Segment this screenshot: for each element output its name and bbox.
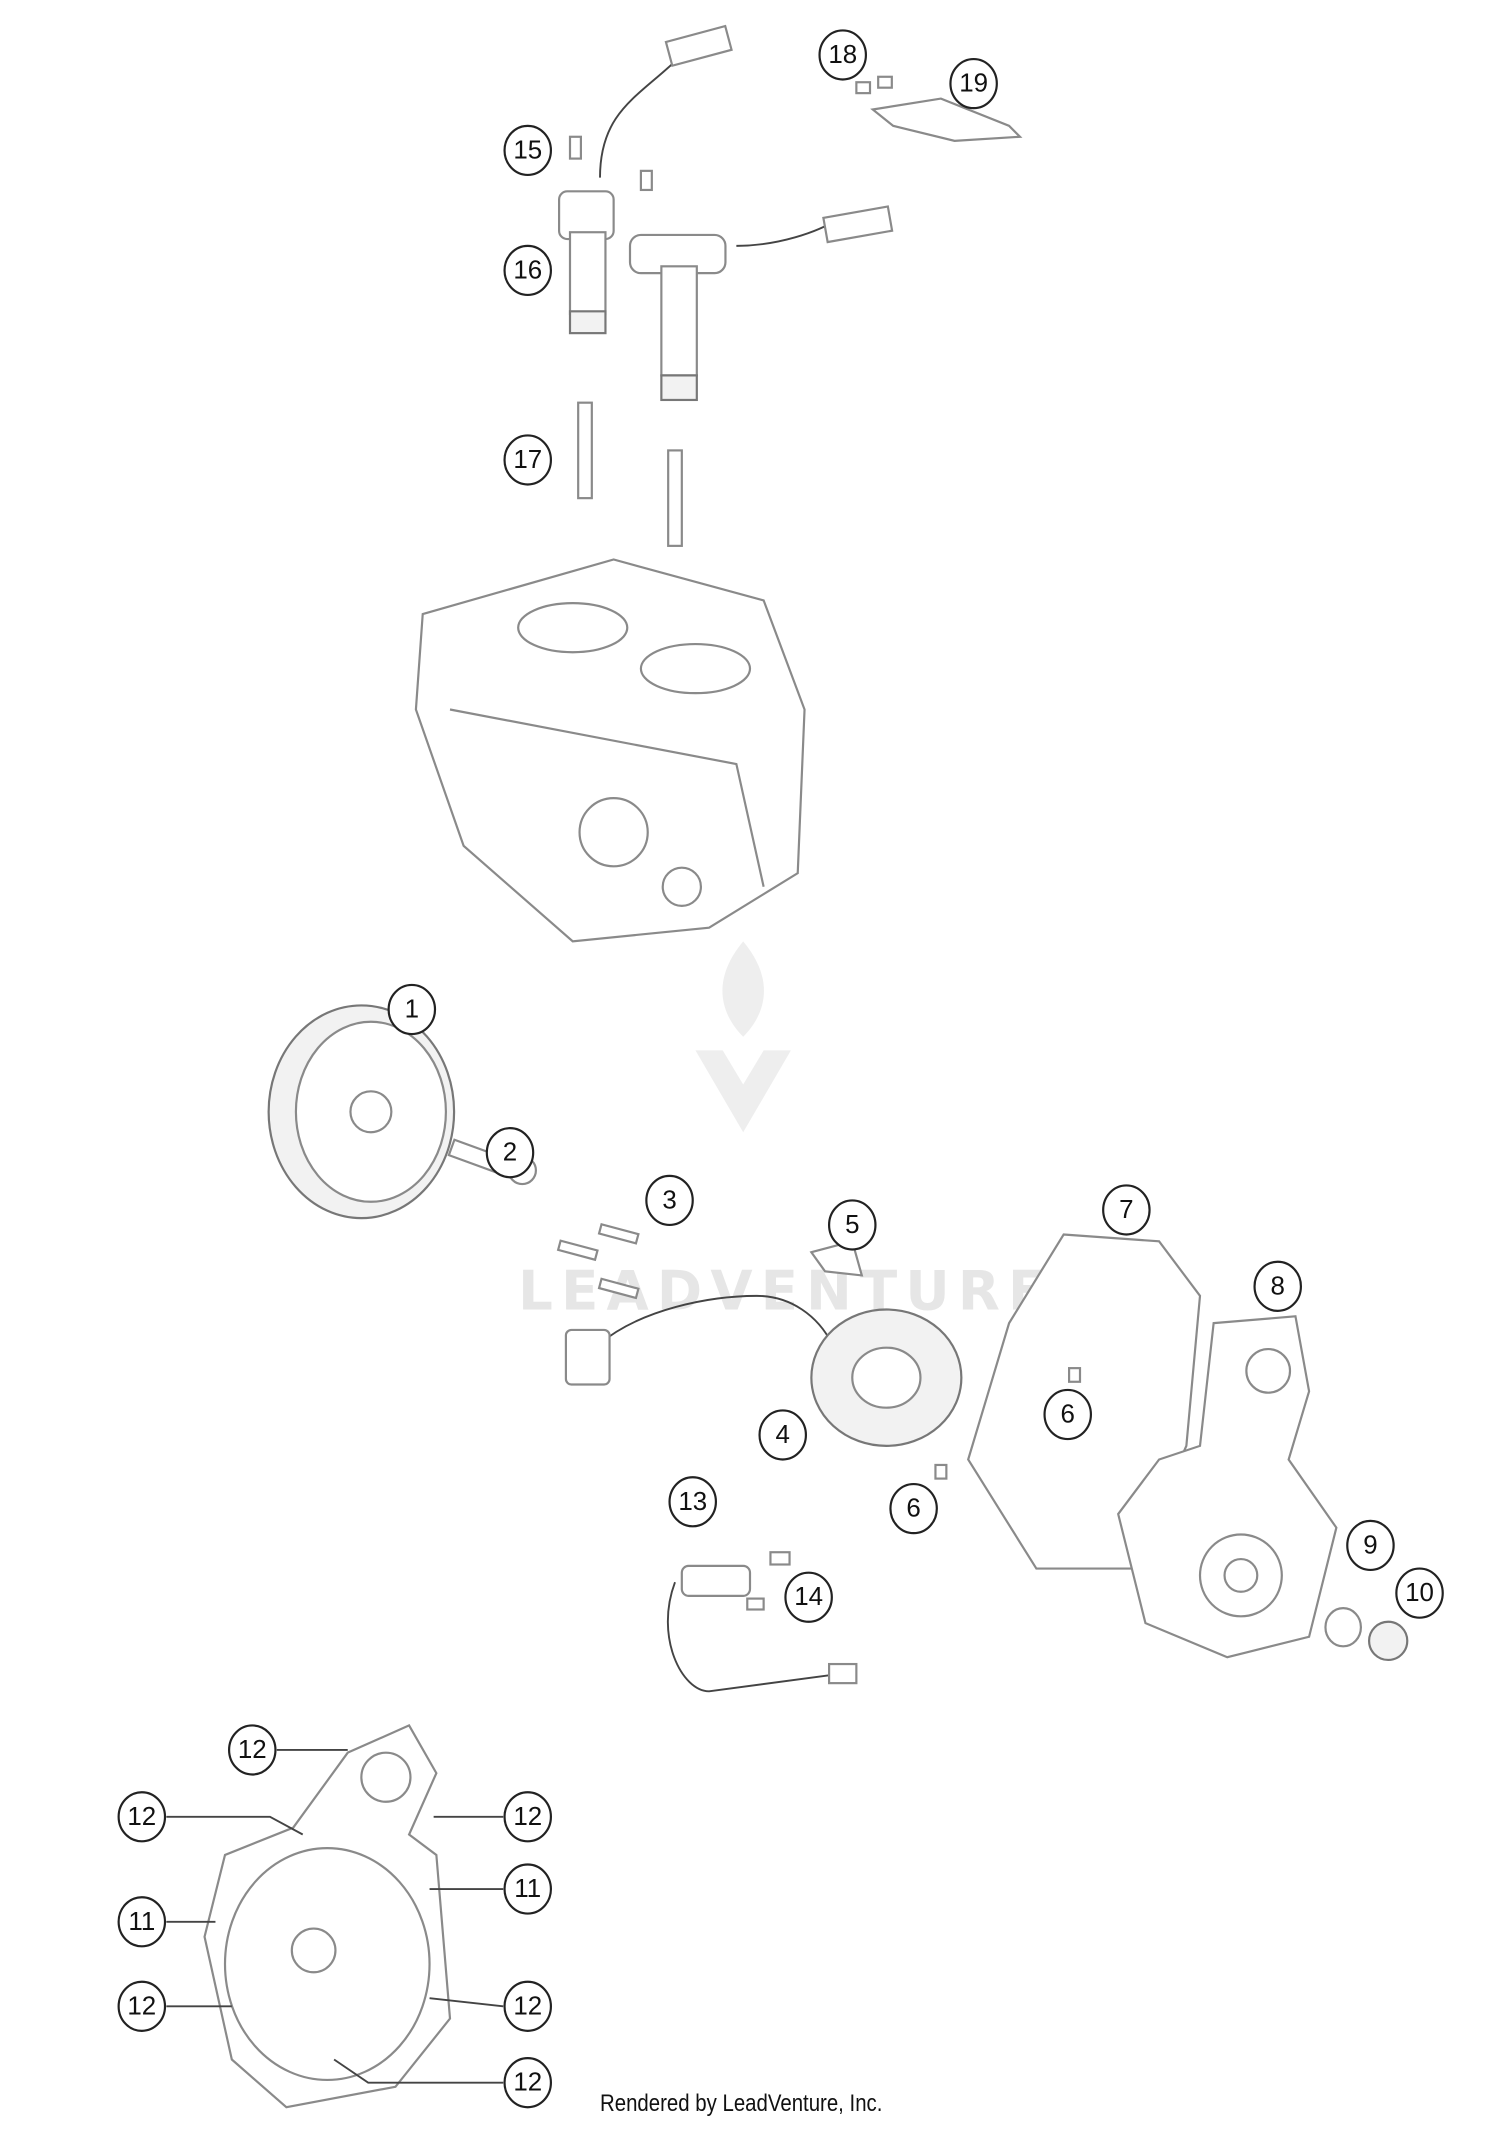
leadventure-watermark: LEADVENTURE [518, 941, 1053, 1323]
callout-12[interactable]: 12 [117, 1980, 167, 2032]
leader-lines [166, 1748, 504, 2084]
callout-circle [503, 1863, 552, 1915]
callout-number: 6 [906, 1495, 920, 1523]
callout-number: 2 [503, 1139, 517, 1167]
bracket-part-19 [855, 75, 1023, 142]
flywheel-rotor [267, 1004, 456, 1220]
callout-circle [503, 1980, 552, 2032]
callout-number: 12 [513, 1992, 542, 2020]
callout-16[interactable]: 16 [503, 244, 552, 297]
callout-number: 12 [127, 1992, 156, 2020]
cover-bolt-view [203, 1724, 452, 2109]
callout-circle [503, 244, 552, 297]
callout-circle [889, 1482, 938, 1535]
callout-number: 12 [513, 1803, 542, 1831]
callout-circle [758, 1409, 807, 1461]
callout-number: 12 [238, 1736, 267, 1764]
callout-circle [227, 1724, 277, 1776]
callout-10[interactable]: 10 [1395, 1567, 1444, 1619]
callout-number: 11 [514, 1875, 541, 1903]
callout-circle [645, 1174, 694, 1227]
callout-circle [485, 1127, 535, 1179]
callout-number: 9 [1363, 1531, 1377, 1559]
ignition-coil-right [568, 135, 894, 547]
callout-11[interactable]: 11 [117, 1896, 167, 1948]
callout-circle [818, 29, 867, 81]
callout-number: 7 [1119, 1196, 1133, 1224]
callout-number: 4 [776, 1421, 790, 1449]
callout-number: 6 [1061, 1401, 1075, 1429]
callout-circle [117, 1896, 167, 1948]
callout-number: 18 [828, 41, 857, 69]
callout-1[interactable]: 1 [387, 983, 437, 1036]
ignition-cover [1116, 1315, 1409, 1662]
callout-circle [387, 983, 437, 1036]
callout-2[interactable]: 2 [485, 1127, 535, 1179]
callout-3[interactable]: 3 [645, 1174, 694, 1227]
callout-number: 17 [513, 446, 542, 474]
callout-circle [117, 1980, 167, 2032]
callout-circle [503, 434, 552, 486]
callout-circle [117, 1791, 167, 1843]
callout-number: 5 [845, 1211, 859, 1239]
callout-number: 1 [405, 996, 419, 1024]
callout-number: 19 [959, 70, 988, 98]
stator [564, 1294, 963, 1447]
callout-circle [949, 57, 998, 110]
callout-12[interactable]: 12 [503, 2057, 552, 2109]
footer-credit: Rendered by LeadVenture, Inc. [600, 2090, 883, 2117]
callout-7[interactable]: 7 [1102, 1184, 1151, 1236]
callout-13[interactable]: 13 [668, 1476, 717, 1528]
callout-18[interactable]: 18 [818, 29, 867, 81]
callout-number: 15 [513, 136, 542, 164]
callout-number: 14 [794, 1583, 823, 1611]
callout-circle [784, 1571, 833, 1623]
callout-number: 16 [513, 256, 542, 284]
callout-12[interactable]: 12 [503, 1980, 552, 2032]
callout-circle [668, 1476, 717, 1528]
callout-12[interactable]: 12 [503, 1791, 552, 1843]
callout-circle [828, 1199, 877, 1251]
callout-circle [1043, 1388, 1092, 1441]
pickup-sensor [666, 1551, 858, 1693]
callout-circle [1346, 1519, 1395, 1572]
callout-5[interactable]: 5 [828, 1199, 877, 1251]
callout-15[interactable]: 15 [503, 124, 552, 177]
callout-4[interactable]: 4 [758, 1409, 807, 1461]
callout-12[interactable]: 12 [227, 1724, 277, 1776]
callout-number: 13 [678, 1488, 707, 1516]
callout-number: 10 [1405, 1579, 1434, 1607]
callout-number: 12 [127, 1803, 156, 1831]
callout-19[interactable]: 19 [949, 57, 998, 110]
callout-11[interactable]: 11 [503, 1863, 552, 1915]
callout-circle [1102, 1184, 1151, 1236]
callout-circle [503, 124, 552, 177]
callout-number: 11 [128, 1908, 155, 1936]
callout-12[interactable]: 12 [117, 1791, 167, 1843]
callout-number: 3 [662, 1186, 676, 1214]
callout-circle [503, 2057, 552, 2109]
watermark-text: LEADVENTURE [518, 1259, 1053, 1323]
callout-circle [1395, 1567, 1444, 1619]
ignition-coil-left [558, 24, 733, 500]
callout-14[interactable]: 14 [784, 1571, 833, 1623]
callout-9[interactable]: 9 [1346, 1519, 1395, 1572]
callout-circle [1253, 1260, 1302, 1312]
callout-number: 12 [513, 2069, 542, 2097]
callout-17[interactable]: 17 [503, 434, 552, 486]
screws-part-3 [556, 1222, 640, 1300]
cylinder-head [414, 558, 806, 943]
callout-6[interactable]: 6 [1043, 1388, 1092, 1441]
callout-8[interactable]: 8 [1253, 1260, 1302, 1312]
callout-number: 8 [1271, 1272, 1285, 1300]
callout-6[interactable]: 6 [889, 1482, 938, 1535]
callout-circle [503, 1791, 552, 1843]
